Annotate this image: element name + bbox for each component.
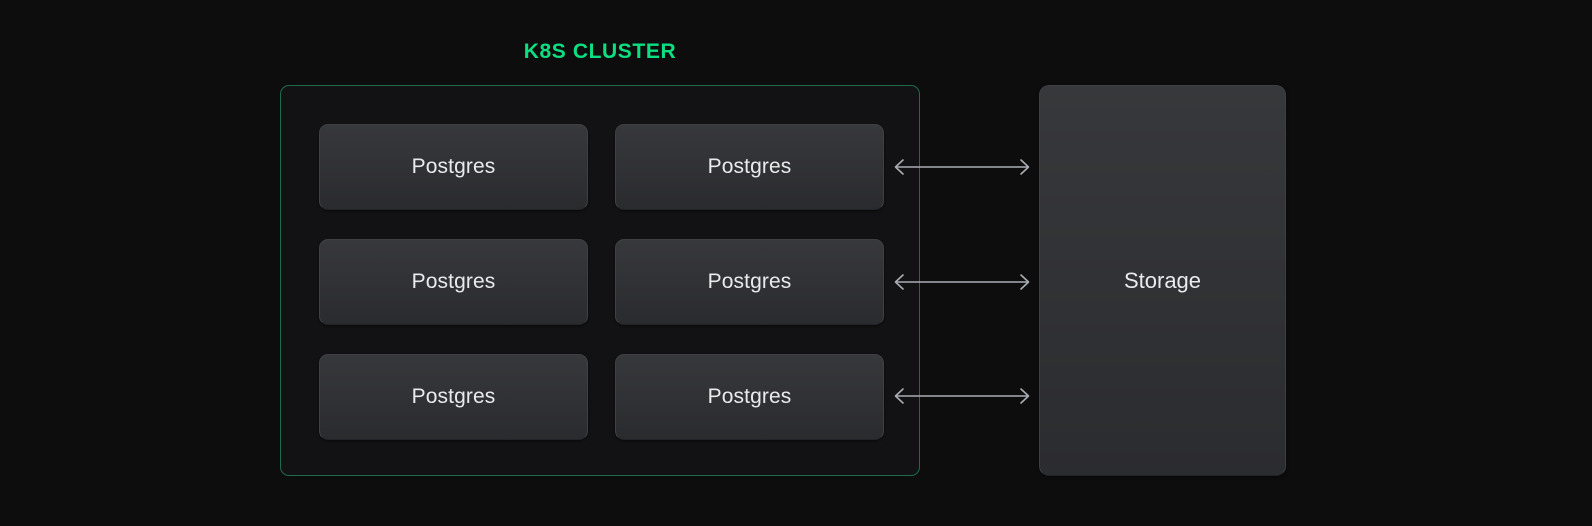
postgres-node-label: Postgres — [411, 270, 496, 293]
postgres-node[interactable]: Postgres — [615, 239, 884, 325]
storage-label: Storage — [1123, 267, 1202, 293]
cluster-title: K8S CLUSTER — [523, 40, 677, 63]
postgres-node-label: Postgres — [411, 385, 496, 408]
postgres-node-grid: Postgres Postgres Postgres Postgres Post… — [319, 124, 884, 440]
postgres-node[interactable]: Postgres — [319, 354, 588, 440]
postgres-node[interactable]: Postgres — [615, 124, 884, 210]
postgres-node-label: Postgres — [707, 385, 792, 408]
postgres-node-label: Postgres — [707, 270, 792, 293]
postgres-node[interactable]: Postgres — [319, 124, 588, 210]
postgres-node[interactable]: Postgres — [319, 239, 588, 325]
postgres-node-label: Postgres — [411, 155, 496, 178]
postgres-node[interactable]: Postgres — [615, 354, 884, 440]
storage-block[interactable]: Storage — [1039, 85, 1286, 476]
postgres-node-label: Postgres — [707, 155, 792, 178]
